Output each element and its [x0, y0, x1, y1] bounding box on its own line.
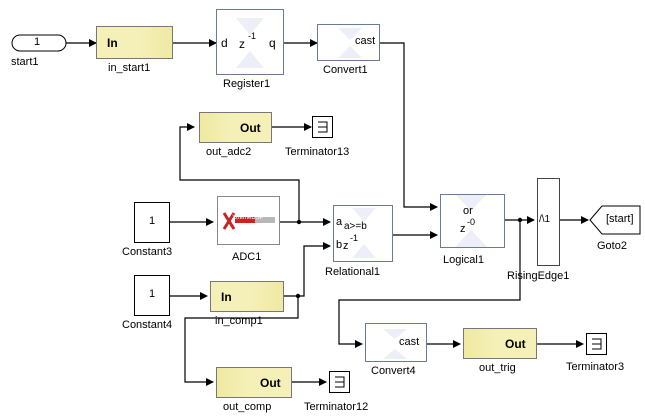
register1-block[interactable]: [216, 9, 284, 75]
terminator-icon: [335, 376, 345, 388]
convert1-label: cast: [355, 35, 376, 47]
out-comp-block[interactable]: Out: [216, 367, 292, 398]
terminator13-caption: Terminator13: [285, 146, 350, 158]
constant3-block[interactable]: 1: [134, 202, 170, 243]
convert1-caption: Convert1: [323, 64, 368, 76]
register1-exponent: -1: [248, 31, 257, 41]
risingedge1-block[interactable]: /\1: [537, 178, 560, 266]
convert4-label: cast: [399, 336, 420, 348]
in-start1-block[interactable]: In: [96, 26, 173, 59]
out-adc2-block[interactable]: Out: [199, 112, 272, 143]
out-adc2-label: Out: [240, 121, 261, 135]
out-trig-block[interactable]: Out: [463, 328, 537, 359]
signal-lines: [66, 39, 589, 386]
register1-caption: Register1: [223, 78, 271, 90]
goto2-shape[interactable]: [589, 205, 641, 235]
relational1-block[interactable]: [333, 205, 393, 262]
constant3-caption: Constant3: [122, 246, 173, 258]
adc1-logo-text: XtremeDSP: [232, 215, 264, 221]
out-trig-caption: out_trig: [479, 362, 516, 374]
logical1-z: z: [460, 223, 466, 235]
terminator-icon: [318, 121, 328, 133]
logical1-operator: or: [463, 205, 473, 217]
junction-dots: [295, 217, 523, 299]
register1-z: z: [239, 37, 245, 51]
register1-q-port: q: [269, 36, 276, 50]
relational1-expression: a>=b: [344, 221, 367, 232]
in-comp1-caption: in_comp1: [215, 315, 263, 327]
constant4-value: 1: [149, 288, 156, 300]
terminator-icon: [592, 338, 602, 350]
terminator12-block[interactable]: [329, 371, 350, 393]
wire-in-comp1: [284, 242, 331, 297]
wire-convert1: [380, 42, 438, 211]
goto2-label: [start]: [606, 213, 634, 225]
out-trig-label: Out: [505, 337, 526, 351]
out-comp-label: Out: [260, 376, 281, 390]
terminator12-caption: Terminator12: [304, 401, 369, 413]
adc1-caption: ADC1: [232, 251, 262, 263]
start1-port-shape[interactable]: [11, 34, 67, 52]
convert1-block[interactable]: [317, 24, 380, 61]
out-adc2-caption: out_adc2: [206, 146, 252, 158]
relational1-caption: Relational1: [325, 266, 381, 278]
constant4-block[interactable]: 1: [134, 275, 170, 316]
logical1-caption: Logical1: [443, 254, 484, 266]
start1-port-number: 1: [34, 36, 41, 48]
in-start1-label: In: [107, 36, 118, 50]
relational1-exponent: -1: [350, 233, 359, 243]
relational1-z: z: [343, 240, 349, 252]
goto2-caption: Goto2: [597, 240, 627, 252]
terminator3-caption: Terminator3: [566, 361, 625, 373]
relational1-b-port: b: [336, 239, 343, 251]
start1-caption: start1: [11, 56, 39, 68]
adc1-block[interactable]: XtremeDSP: [217, 196, 280, 245]
in-start1-caption: in_start1: [108, 62, 151, 74]
wire-in-comp1-branch: [184, 296, 299, 386]
in-comp1-block[interactable]: In: [210, 281, 284, 312]
wire-adc1-branch: [179, 123, 300, 222]
convert4-caption: Convert4: [371, 365, 416, 377]
xtremedsp-logo-icon: [222, 212, 275, 230]
constant3-value: 1: [149, 215, 156, 227]
risingedge1-caption: RisingEdge1: [507, 270, 570, 282]
out-comp-caption: out_comp: [223, 401, 272, 413]
terminator13-block[interactable]: [312, 116, 333, 138]
in-comp1-label: In: [221, 290, 232, 304]
terminator3-block[interactable]: [586, 333, 607, 355]
risingedge1-label: /\1: [539, 214, 551, 225]
logical1-exponent: -0: [467, 217, 476, 227]
wire-logical1-branch: [338, 220, 521, 348]
convert4-block[interactable]: [365, 323, 427, 362]
register1-d-port: d: [221, 36, 228, 50]
constant4-caption: Constant4: [122, 319, 173, 331]
logical1-block[interactable]: [440, 194, 505, 248]
relational1-a-port: a: [336, 216, 343, 228]
